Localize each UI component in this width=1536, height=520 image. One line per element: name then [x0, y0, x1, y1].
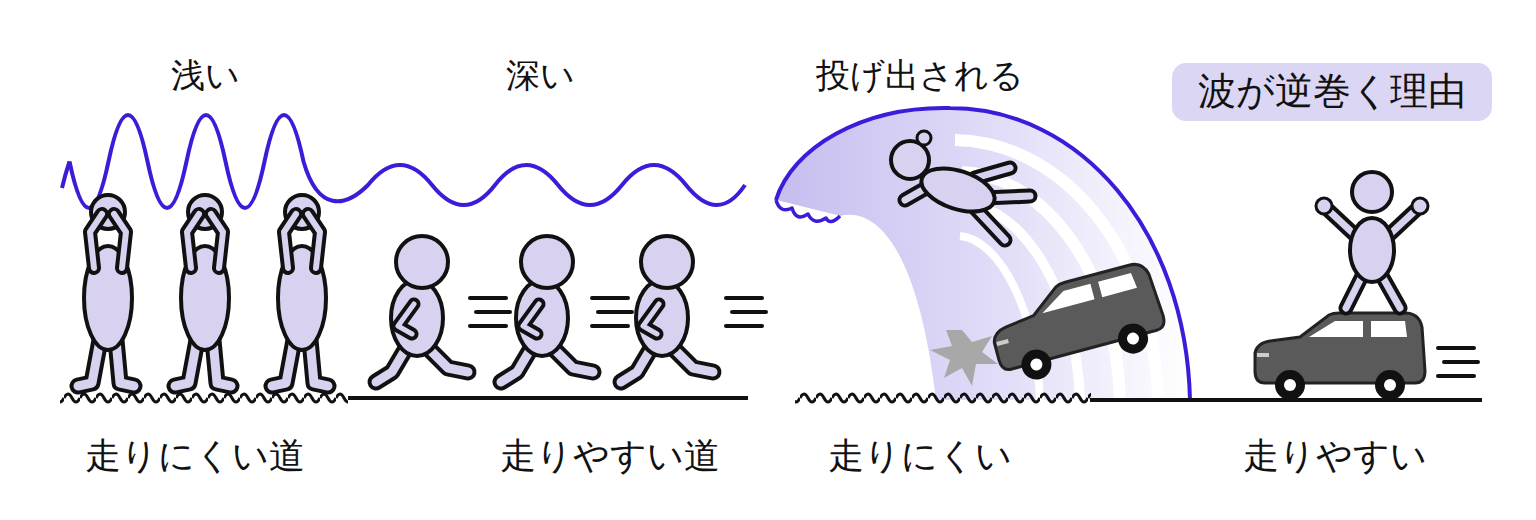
rough-ground — [795, 390, 1091, 410]
wave-outline — [776, 108, 1190, 400]
speed-lines — [726, 298, 766, 326]
running-figure — [621, 236, 713, 382]
running-figure — [501, 236, 593, 382]
moving-car — [1255, 313, 1425, 400]
shallow-wave — [70, 115, 746, 208]
caption-label: 走りやすい道 — [500, 436, 720, 476]
rough-ground — [60, 388, 348, 408]
caption-label: 走りにくい — [828, 436, 1012, 476]
walking-figure — [175, 195, 231, 386]
wave-foam — [776, 200, 840, 222]
thrown-figure — [891, 131, 1030, 240]
standing-figure — [1316, 172, 1428, 308]
caption-label: 走りやすい — [1243, 436, 1427, 476]
title-box: 波が逆巻く理由 — [1172, 63, 1492, 121]
speed-lines — [470, 298, 510, 326]
smooth-ground — [348, 396, 748, 400]
caption-label: 走りにくい道 — [85, 436, 305, 476]
caption-label: 浅い — [171, 57, 240, 94]
walking-figure — [78, 195, 134, 386]
crashing-car — [984, 260, 1171, 388]
breaking-wave — [776, 108, 1190, 400]
walking-figure — [272, 195, 328, 386]
caption-label: 深い — [506, 57, 575, 94]
speed-lines — [1438, 348, 1478, 376]
caption-label: 投げ出される — [816, 57, 1024, 94]
running-figure — [376, 236, 468, 382]
wave-start — [62, 162, 70, 189]
impact-burst — [930, 330, 998, 386]
speed-lines — [592, 298, 632, 326]
